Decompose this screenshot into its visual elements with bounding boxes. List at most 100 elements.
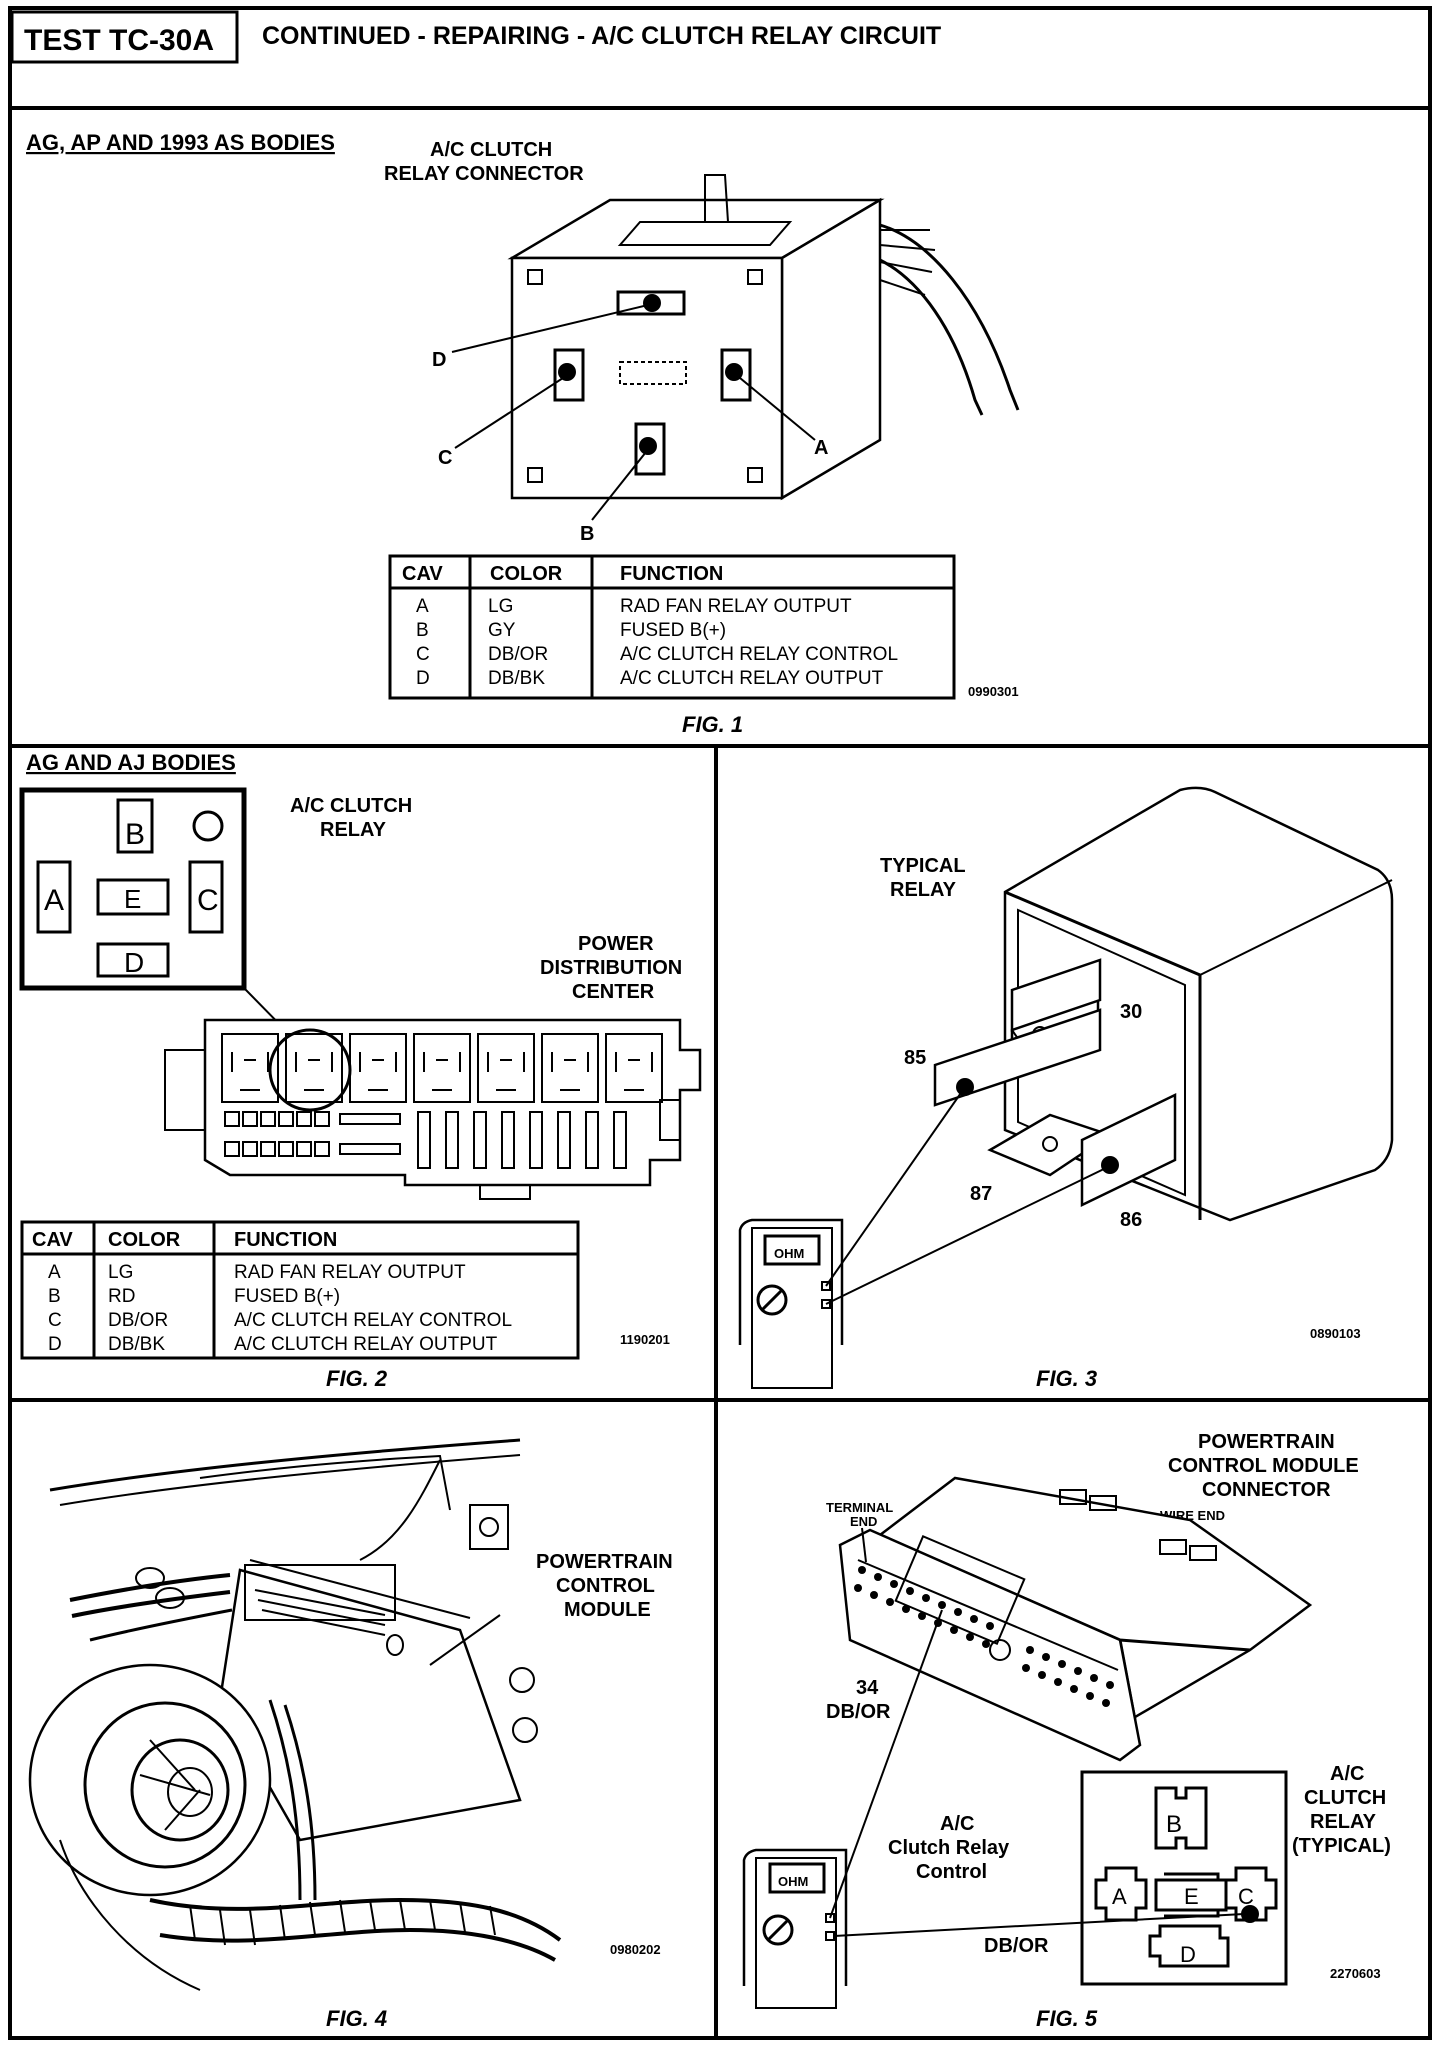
- fig1-col-function: FUNCTION: [620, 563, 723, 585]
- fig5-terminal-end-1: TERMINAL: [826, 1500, 893, 1515]
- fig1-connector-label-2: RELAY CONNECTOR: [384, 163, 584, 185]
- table-cell: A: [48, 1262, 61, 1283]
- fig3-terminal-85-label: 85: [904, 1047, 926, 1069]
- fig2-col-function: FUNCTION: [234, 1229, 337, 1251]
- fig2-col-cav: CAV: [32, 1229, 73, 1251]
- fig5-pin-a-label: A: [1112, 1884, 1127, 1909]
- fig3-terminal-86-label: 86: [1120, 1209, 1142, 1231]
- table-cell: GY: [488, 620, 516, 641]
- fig4-engine-bay-drawing: [28, 1438, 562, 1991]
- table-cell: A/C CLUTCH RELAY CONTROL: [234, 1310, 512, 1331]
- fig2-panel: AG AND AJ BODIES A/C CLUTCH RELAY B A C …: [19, 750, 702, 1391]
- table-cell: D: [416, 668, 430, 689]
- page-border: [8, 6, 1432, 2040]
- fig1-panel: AG, AP AND 1993 AS BODIES A/C CLUTCH REL…: [26, 130, 1020, 737]
- fig1-pinout-table: CAV COLOR FUNCTION A LG RAD FAN RELAY OU…: [388, 554, 956, 700]
- fig1-callout-b: B: [580, 523, 594, 545]
- fig5-connector-label-2: CONTROL MODULE: [1168, 1455, 1359, 1477]
- fig2-pdc-label-2: DISTRIBUTION: [540, 957, 682, 979]
- powertrain-control-module: [218, 1568, 522, 1842]
- fig3-meter-label: OHM: [774, 1246, 804, 1261]
- fig5-cavity-34: 34: [856, 1677, 879, 1699]
- fig2-relay-label-1: A/C CLUTCH: [290, 795, 412, 817]
- pin-d: [96, 942, 170, 978]
- fig5-pin-c-label: C: [1238, 1884, 1254, 1909]
- fig2-pin-c-label: C: [197, 884, 219, 917]
- fig1-connector-drawing: [451, 174, 1020, 521]
- fig1-caption: FIG. 1: [682, 712, 743, 737]
- fig3-terminal-30-label: 30: [1120, 1001, 1142, 1023]
- table-cell: A/C CLUTCH RELAY CONTROL: [620, 644, 898, 665]
- fig2-relay-inset: [19, 787, 247, 991]
- pin-b: [1154, 1786, 1208, 1850]
- fig5-caption: FIG. 5: [1036, 2006, 1098, 2031]
- table-cell: LG: [488, 596, 513, 617]
- table-cell: RAD FAN RELAY OUTPUT: [620, 596, 852, 617]
- pin-b: [116, 798, 154, 854]
- fig5-terminal-end-2: END: [850, 1514, 877, 1529]
- fig2-pin-e-label: E: [124, 884, 141, 914]
- fig5-ohmmeter: [742, 1609, 1245, 2009]
- fig5-relay-label-4: (TYPICAL): [1292, 1835, 1391, 1857]
- test-id-box: [10, 10, 239, 64]
- table-cell: C: [48, 1310, 62, 1331]
- fig2-pdc-label-3: CENTER: [572, 981, 655, 1003]
- fig4-panel: POWERTRAIN CONTROL MODULE: [28, 1438, 673, 2031]
- fig2-pinout-table: CAV COLOR FUNCTION A LG RAD FAN RELAY OU…: [20, 1220, 580, 1360]
- table-cell: A/C CLUTCH RELAY OUTPUT: [620, 668, 884, 689]
- fig4-module-label-3: MODULE: [564, 1599, 651, 1621]
- fig2-pdc-label-1: POWER: [578, 933, 654, 955]
- test-id: TEST TC-30A: [24, 24, 214, 57]
- cavity-d: [616, 290, 686, 316]
- fig2-caption: FIG. 2: [326, 1366, 388, 1391]
- fig5-connector-label-1: POWERTRAIN: [1198, 1431, 1335, 1453]
- fig1-section-title: AG, AP AND 1993 AS BODIES: [26, 130, 335, 155]
- fig1-col-cav: CAV: [402, 563, 443, 585]
- fig5-cavity-color: DB/OR: [826, 1701, 891, 1723]
- table-cell: B: [48, 1286, 61, 1307]
- fig1-callout-d: D: [432, 349, 446, 371]
- table-cell: A: [416, 596, 429, 617]
- cavity-c: [553, 348, 585, 402]
- fig5-pin-d-label: D: [1180, 1942, 1196, 1967]
- table-cell: RD: [108, 1286, 135, 1307]
- table-cell: C: [416, 644, 430, 665]
- table-cell: DB/BK: [108, 1334, 165, 1355]
- terminal-86: [1080, 1093, 1177, 1207]
- fig3-caption: FIG. 3: [1036, 1366, 1097, 1391]
- fig3-part-number: 0890103: [1310, 1326, 1361, 1341]
- fig3-relay-label-2: RELAY: [890, 879, 957, 901]
- fig2-pin-b-label: B: [125, 818, 145, 851]
- fig5-control-2: Clutch Relay: [888, 1837, 1010, 1859]
- table-cell: RAD FAN RELAY OUTPUT: [234, 1262, 466, 1283]
- fig4-module-label-1: POWERTRAIN: [536, 1551, 673, 1573]
- table-cell: FUSED B(+): [234, 1286, 340, 1307]
- fig5-relay-label-3: RELAY: [1310, 1811, 1377, 1833]
- fig5-relay-label-2: CLUTCH: [1304, 1787, 1386, 1809]
- fig5-control-1: A/C: [940, 1813, 974, 1835]
- fig5-wire-color: DB/OR: [984, 1935, 1049, 1957]
- fig2-relay-label-2: RELAY: [320, 819, 387, 841]
- table-cell: DB/BK: [488, 668, 545, 689]
- table-cell: DB/OR: [108, 1310, 168, 1331]
- fig5-meter-label: OHM: [778, 1874, 808, 1889]
- fig3-relay-label-1: TYPICAL: [880, 855, 966, 877]
- cavity-b: [634, 422, 666, 476]
- fig2-pin-a-label: A: [44, 884, 64, 917]
- fig4-part-number: 0980202: [610, 1942, 661, 1957]
- fig5-pin-e-label: E: [1184, 1884, 1199, 1909]
- fig2-section-title: AG AND AJ BODIES: [26, 750, 236, 775]
- fig2-part-number: 1190201: [620, 1332, 670, 1347]
- fig2-pin-d-label: D: [124, 947, 144, 978]
- fig1-connector-label-1: A/C CLUTCH: [430, 139, 552, 161]
- pin-c: [1224, 1866, 1278, 1922]
- table-cell: A/C CLUTCH RELAY OUTPUT: [234, 1334, 498, 1355]
- fig1-callout-c: C: [438, 447, 452, 469]
- fig5-pcm-connector-drawing: [838, 1476, 1313, 1762]
- fig5-control-3: Control: [916, 1861, 987, 1883]
- fig5-connector-label-3: CONNECTOR: [1202, 1479, 1331, 1501]
- fig5-part-number: 2270603: [1330, 1966, 1381, 1981]
- fig5-panel: POWERTRAIN CONTROL MODULE CONNECTOR TERM…: [742, 1431, 1391, 2031]
- table-cell: D: [48, 1334, 62, 1355]
- fig1-col-color: COLOR: [490, 563, 563, 585]
